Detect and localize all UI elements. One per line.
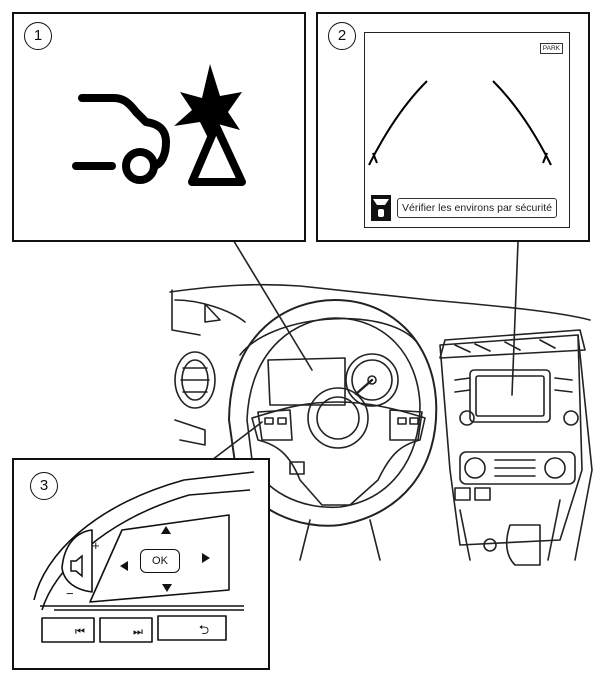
panel-warning-indicator: 1 [12,12,306,242]
leader-line-2 [511,241,519,396]
steering-wheel-hub [307,387,369,449]
next-track-icon: ⏭ [133,625,143,638]
ok-label: OK [152,555,168,567]
prev-track-button[interactable]: ⏮ [54,620,106,644]
prev-track-icon: ⏮ [75,625,85,638]
speedometer [345,353,399,407]
dashboard-top-line [169,283,591,321]
prev-track-box [41,617,95,643]
windshield-pillar [171,289,201,336]
camera-warning-message: Vérifier les environs par sécurité [397,198,557,218]
ok-button[interactable]: OK [140,549,180,573]
leader-line-1 [231,237,313,371]
forward-collision-warning-icon [72,64,246,186]
back-button[interactable]: ⮌ [170,618,238,642]
steering-wheel-rim [228,299,438,527]
callout-1: 1 [24,22,52,50]
climate-controls [459,451,576,485]
callout-2: 2 [328,22,356,50]
camera-screen: PARK Vérifier les environs par sécurité [364,32,570,228]
guide-lines [368,80,552,166]
impact-star-icon [174,64,242,142]
mirror-triangle [204,303,221,323]
arrow-up-icon [161,526,171,534]
warning-triangle-icon [188,122,246,186]
center-screen [469,369,551,423]
arrow-left-icon [120,561,128,571]
cluster-hood [239,317,416,356]
next-track-button[interactable]: ⏭ [112,620,164,644]
callout-3: 3 [30,472,58,500]
panel-camera-display: 2 PARK Vérifier les environs par sécurit… [316,12,590,242]
instrument-cluster [267,357,346,406]
steering-wheel-spoke [251,401,426,506]
leader-line-3 [211,421,263,461]
gear-shift [505,524,541,566]
arrow-right-icon [202,553,210,563]
volume-minus-label[interactable]: − [66,586,74,601]
dashboard-upper-line [174,299,246,323]
panel-steering-switch: 3 O [12,458,270,670]
next-track-box [99,617,153,643]
speaker-icon [70,554,83,578]
park-badge: PARK [539,43,563,54]
volume-plus-label[interactable]: + [92,538,100,553]
back-icon: ⮌ [198,623,210,638]
arrow-down-icon [162,584,172,592]
back-box [157,615,227,641]
camera-alert-icon [371,195,391,221]
left-air-vent [174,351,216,409]
